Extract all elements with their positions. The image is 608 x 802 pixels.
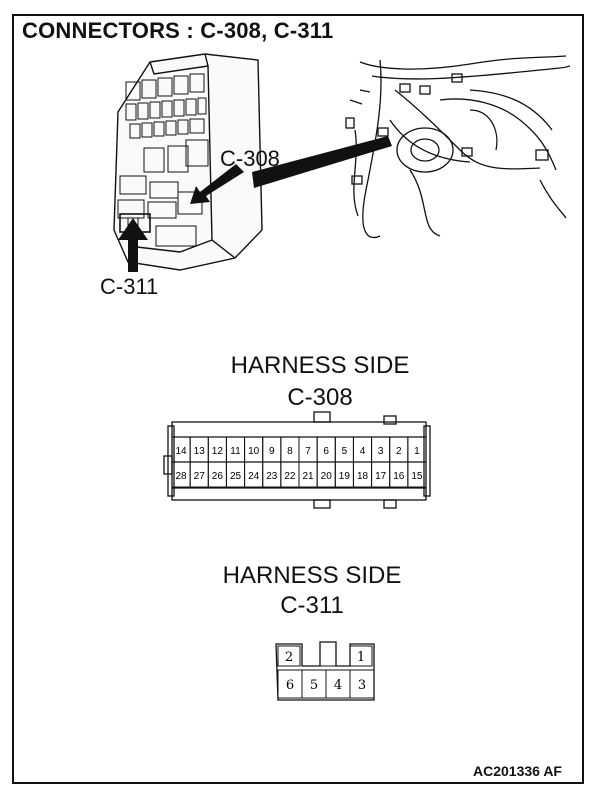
c308-pin-label: 28 — [176, 471, 188, 482]
callout-c311: C-311 — [100, 274, 159, 299]
c308-pin-label: 17 — [375, 471, 387, 482]
c308-side-label: HARNESS SIDE — [230, 352, 410, 379]
c308-pin-label: 18 — [357, 471, 369, 482]
c308-pin-label: 23 — [266, 471, 278, 482]
c308-pin-label: 6 — [323, 446, 329, 457]
figure-id: AC201336 AF — [473, 763, 562, 779]
c308-pin-label: 15 — [411, 471, 423, 482]
c308-pin-label: 1 — [414, 446, 420, 457]
c308-pin-label: 13 — [194, 446, 206, 457]
c308-pin-label: 21 — [303, 471, 315, 482]
c308-pin-label: 7 — [305, 446, 311, 457]
c308-pin-label: 20 — [321, 471, 333, 482]
c308-pin-label: 14 — [176, 446, 188, 457]
c308-pin-label: 26 — [212, 471, 224, 482]
c308-pin-label: 22 — [284, 471, 296, 482]
callout-c308: C-308 — [220, 146, 280, 171]
c308-pin-label: 16 — [393, 471, 405, 482]
c308-pin-label: 24 — [248, 471, 260, 482]
c311-pin-label: 2 — [285, 650, 293, 665]
c308-pin-label: 27 — [194, 471, 206, 482]
c308-name: C-308 — [287, 384, 353, 411]
c311-pin-label: 3 — [358, 678, 366, 693]
c311-pin-cell — [277, 645, 301, 667]
c308-pin-label: 9 — [269, 446, 275, 457]
c308-pin-label: 4 — [360, 446, 366, 457]
c311-pin-cell — [349, 645, 373, 667]
c311-pin-label: 6 — [286, 678, 294, 693]
c308-pin-label: 2 — [396, 446, 402, 457]
c308-pin-label: 5 — [342, 446, 348, 457]
page-title: CONNECTORS : C-308, C-311 — [22, 18, 334, 43]
c308-pin-label: 11 — [230, 446, 241, 457]
c311-pin-cell — [349, 669, 375, 699]
c308-pin-label: 10 — [248, 446, 260, 457]
location-pointer — [252, 136, 392, 188]
diagram-frame — [12, 14, 584, 784]
c311-pin-cell — [319, 641, 337, 667]
c311-name: C-311 — [280, 592, 344, 619]
c311-arrow — [118, 218, 148, 272]
c311-side-label: HARNESS SIDE — [222, 562, 402, 589]
c311-pin-label: 1 — [357, 650, 365, 665]
c308-pin-label: 12 — [212, 446, 224, 457]
c311-pin-label: 5 — [310, 678, 318, 693]
junction-block-drawing — [113, 53, 263, 271]
c311-pin-label: 4 — [334, 678, 342, 693]
wiring-harness-drawing — [345, 55, 571, 239]
c308-pin-cell — [407, 461, 427, 488]
c308-pin-label: 25 — [230, 471, 242, 482]
c308-pin-label: 19 — [339, 471, 351, 482]
c308-pin-label: 8 — [287, 446, 293, 457]
c308-arrow — [190, 164, 244, 204]
c308-pin-label: 3 — [378, 446, 384, 457]
c311-pin-grid: 2 1 6 5 4 3 — [277, 641, 375, 699]
